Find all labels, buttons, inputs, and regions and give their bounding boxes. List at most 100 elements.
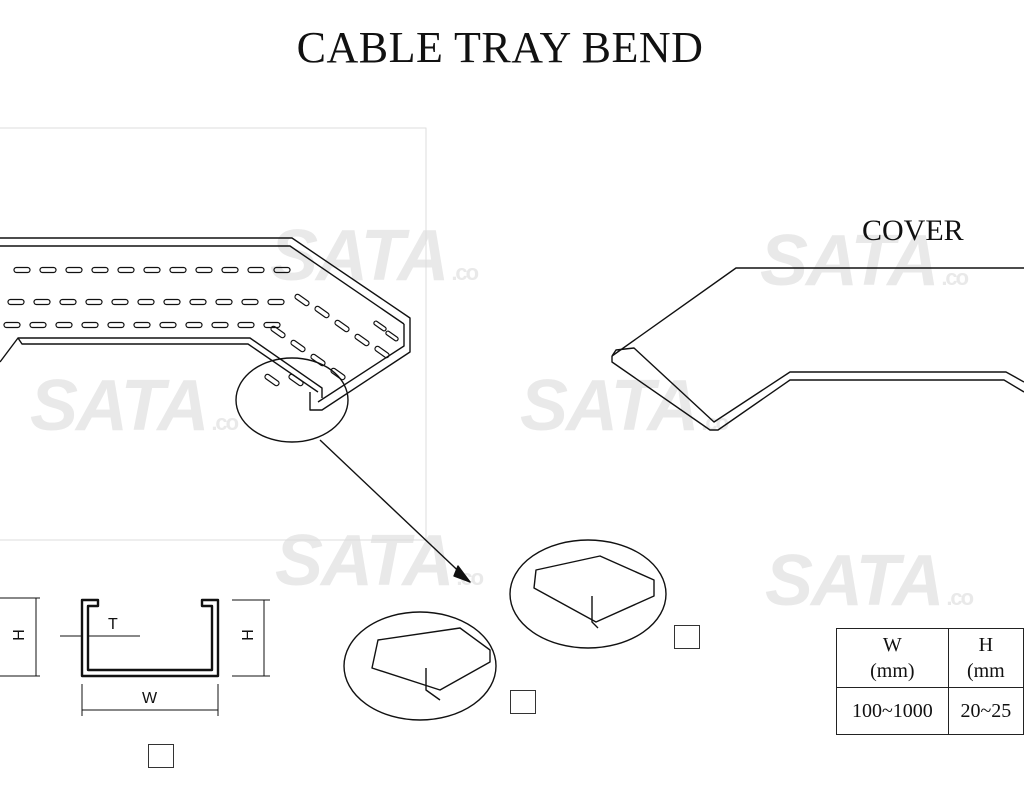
detail-1-tray xyxy=(371,627,491,691)
perforation-slot xyxy=(290,339,306,353)
perforation-slot xyxy=(143,266,161,274)
detail-2-wall xyxy=(591,596,599,629)
watermark-text: SATA xyxy=(765,541,944,621)
perforation-slot xyxy=(264,373,280,387)
watermark: SATA.co xyxy=(520,365,729,447)
watermark-text: SATA xyxy=(760,221,939,301)
perforation-slot xyxy=(221,266,239,274)
dim-h-left-label: H xyxy=(10,629,28,641)
checkbox-marker xyxy=(148,744,174,768)
perforation-slot xyxy=(195,266,213,274)
cover-near-lip xyxy=(611,356,1024,431)
dim-w xyxy=(81,684,219,716)
perforation-slot xyxy=(247,266,265,274)
dim-h-left xyxy=(0,597,40,677)
perforation-slot xyxy=(117,266,135,274)
header-h-name: H xyxy=(978,634,994,656)
tray-end-wall xyxy=(309,332,411,411)
perforation-slot xyxy=(241,298,259,306)
perforation-slot xyxy=(237,321,255,329)
perforation-slot xyxy=(189,298,207,306)
header-h-unit: (mm xyxy=(966,660,1005,682)
perforation-slot xyxy=(288,373,304,387)
header-w-name: W xyxy=(882,634,902,656)
perforation-slot xyxy=(374,345,390,359)
detail-2-tray xyxy=(533,555,655,623)
perforation-slot xyxy=(13,266,31,274)
detail-ellipse-2 xyxy=(509,539,667,649)
perforation-slot xyxy=(39,266,57,274)
perforation-slot xyxy=(314,305,330,319)
tray-perforations xyxy=(3,266,399,387)
dim-w-label: W xyxy=(142,690,158,707)
checkbox-marker xyxy=(510,690,536,714)
perforation-slot xyxy=(215,298,233,306)
watermark: SATA.co xyxy=(270,215,479,297)
cover-near-edge xyxy=(611,347,1024,423)
watermark-text: SATA xyxy=(270,216,449,296)
perforation-slot xyxy=(33,298,51,306)
perforation-slot xyxy=(169,266,187,274)
detail-1-wall xyxy=(425,668,441,701)
perforation-slot xyxy=(107,321,125,329)
perforation-slot xyxy=(267,298,285,306)
tray-inner-lip xyxy=(17,337,319,393)
cell-w-range: 100~1000 xyxy=(836,687,949,735)
perforation-slot xyxy=(334,319,350,333)
tray-end-inner xyxy=(317,324,405,403)
watermark-text: SATA xyxy=(520,366,699,446)
dim-h-right xyxy=(232,599,270,677)
perforation-slot xyxy=(111,298,129,306)
table-row: 100~1000 20~25 xyxy=(836,687,1024,735)
perforation-slot xyxy=(373,320,387,332)
dim-h-right-label: H xyxy=(239,629,257,641)
spec-table-header-row: W (mm) H (mm xyxy=(836,628,1024,688)
perforation-slot xyxy=(55,321,73,329)
watermark: SATA.co xyxy=(760,220,969,302)
watermark-text: SATA xyxy=(275,521,454,601)
u-profile-section xyxy=(80,598,220,678)
perforation-slot xyxy=(29,321,47,329)
perforation-slot xyxy=(81,321,99,329)
perforation-slot xyxy=(85,298,103,306)
tray-inner-edge xyxy=(0,337,323,398)
perforation-slot xyxy=(330,367,346,381)
perforation-slot xyxy=(7,298,25,306)
checkbox-marker xyxy=(674,625,700,649)
watermark-suffix: .co xyxy=(211,410,239,435)
perforation-slot xyxy=(294,293,310,307)
dim-t-label: T xyxy=(108,616,118,633)
detail-leader xyxy=(319,439,471,583)
detail-circle xyxy=(235,357,349,443)
header-w-unit: (mm) xyxy=(870,660,915,682)
watermark-text: SATA xyxy=(30,366,209,446)
detail-ellipse-1 xyxy=(343,611,497,721)
watermark: SATA.co xyxy=(275,520,484,602)
detail-arrowhead xyxy=(453,565,471,583)
perforation-slot xyxy=(385,330,399,342)
perforation-slot xyxy=(59,298,77,306)
perforation-slot xyxy=(273,266,291,274)
perforation-slot xyxy=(91,266,109,274)
perforation-slot xyxy=(133,321,151,329)
perforation-slot xyxy=(185,321,203,329)
watermark: SATA.co xyxy=(30,365,239,447)
page-title: CABLE TRAY BEND xyxy=(296,23,704,72)
cover-label: COVER xyxy=(862,214,964,247)
header-h: H (mm xyxy=(947,628,1024,688)
perforation-slot xyxy=(211,321,229,329)
iso-view-frame xyxy=(0,127,427,541)
tray-far-lip xyxy=(0,245,405,325)
perforation-slot xyxy=(3,321,21,329)
header-w: W (mm) xyxy=(836,628,949,688)
perforation-slot xyxy=(163,298,181,306)
watermark-suffix: .co xyxy=(451,260,479,285)
watermark: SATA.co xyxy=(765,540,974,622)
perforation-slot xyxy=(137,298,155,306)
watermark-suffix: .co xyxy=(946,585,974,610)
tray-far-edge xyxy=(0,237,411,332)
perforation-slot xyxy=(270,325,286,339)
perforation-slot xyxy=(354,333,370,347)
watermark-suffix: .co xyxy=(941,265,969,290)
